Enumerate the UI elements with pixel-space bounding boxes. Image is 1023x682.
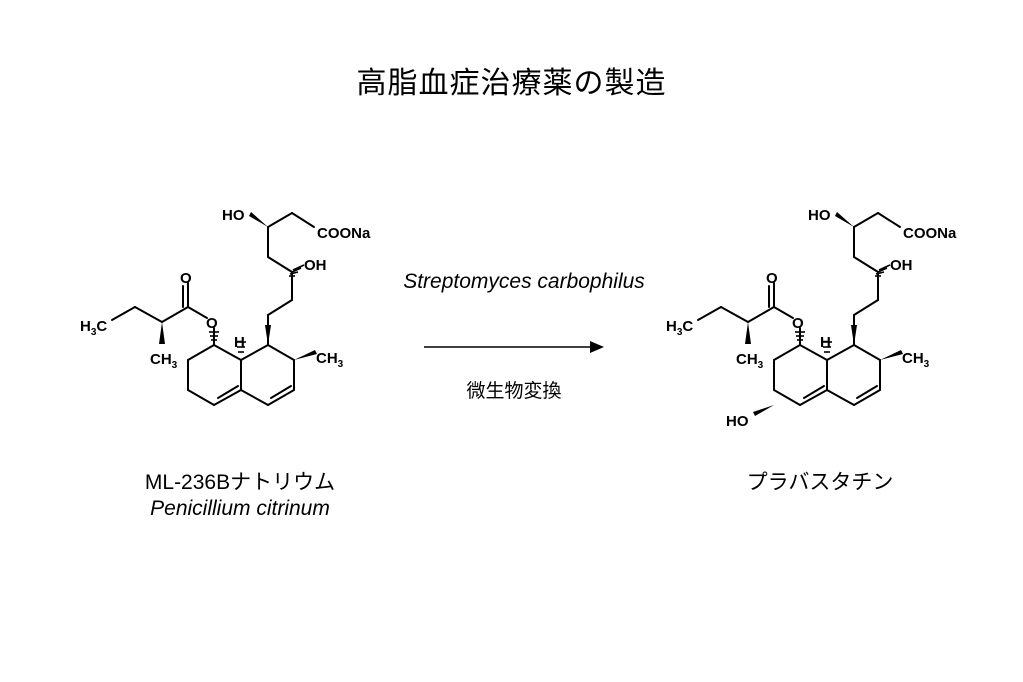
atom-label-coona: COONa — [317, 225, 371, 242]
reaction-organism: Streptomyces carbophilus — [403, 270, 645, 293]
page-title: 高脂血症治療薬の製造 — [356, 66, 667, 101]
atom-label-ho: HO — [808, 207, 831, 224]
reactant-name: ML-236Bナトリウム — [144, 471, 336, 494]
atom-label-ho: HO — [222, 207, 245, 224]
atom-label-carbonyl-o: O — [766, 270, 778, 287]
atom-label-ester-o: O — [792, 315, 804, 332]
atom-label-ester-o: O — [206, 315, 218, 332]
atom-label-oh: OH — [890, 257, 913, 274]
atom-label-ch3-branch: CH3 — [150, 351, 178, 371]
atom-label-h3c: H3C — [80, 318, 107, 338]
atom-label-ch3-ring: CH3 — [316, 350, 344, 370]
reactant-source: Penicillium citrinum — [150, 497, 330, 520]
product-name: プラバスタチン — [746, 471, 894, 494]
reaction-arrow — [424, 341, 604, 353]
atom-label-carbonyl-o: O — [180, 270, 192, 287]
product-structure: HO COONa OH O O H CH3 CH3 H3C HO — [666, 207, 957, 430]
atom-label-coona: COONa — [903, 225, 957, 242]
atom-label-h: H — [234, 334, 245, 351]
atom-label-ho-ring: HO — [726, 413, 749, 430]
atom-label-ch3-branch: CH3 — [736, 351, 764, 371]
reactant-structure: HO COONa OH O O H CH3 CH3 H3C — [80, 207, 371, 406]
reaction-process: 微生物変換 — [466, 380, 562, 402]
atom-label-h: H — [820, 334, 831, 351]
atom-label-oh: OH — [304, 257, 327, 274]
atom-label-h3c: H3C — [666, 318, 693, 338]
atom-label-ch3-ring: CH3 — [902, 350, 930, 370]
